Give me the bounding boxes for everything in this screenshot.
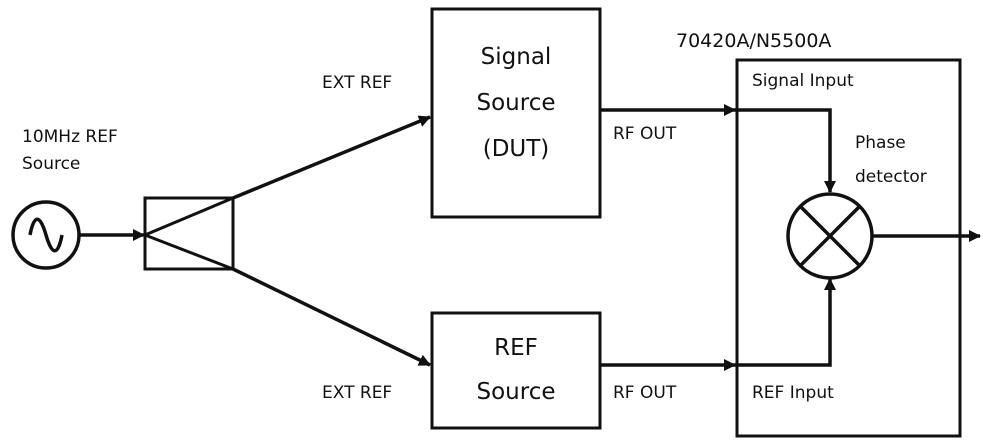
mixer-icon	[786, 192, 874, 280]
ref-source-block: REF Source	[430, 311, 602, 430]
phase-detector-line1: Phase	[855, 133, 906, 153]
ref-ext-ref-label: EXT REF	[322, 383, 392, 403]
reference-source: 10MHz REF Source	[11, 127, 118, 270]
ref-input-to-mixer-arrow	[735, 278, 836, 367]
ref-source-line2: Source	[477, 379, 556, 405]
splitter-to-ref-source-arrow	[232, 267, 431, 367]
signal-source-line3: (DUT)	[483, 136, 550, 162]
phase-detector-line2: detector	[855, 167, 927, 187]
signal-input-to-mixer-arrow	[735, 108, 836, 193]
ref-input-label: REF Input	[752, 383, 834, 403]
reference-label-line1: 10MHz REF	[22, 127, 118, 147]
signal-source-line2: Source	[477, 90, 556, 116]
splitter-icon	[143, 196, 235, 271]
splitter-to-signal-source-arrow	[232, 115, 431, 200]
analyzer-title: 70420A/N5500A	[676, 30, 831, 52]
signal-source-block: Signal Source (DUT)	[430, 7, 602, 219]
reference-label-line2: Source	[22, 154, 80, 174]
ref-rf-out-label: RF OUT	[613, 383, 677, 403]
signal-ext-ref-label: EXT REF	[322, 73, 392, 93]
signal-source-line1: Signal	[481, 44, 552, 70]
signal-rf-out-label: RF OUT	[613, 124, 677, 144]
analyzer-block: 70420A/N5500A Signal Input REF Input Pha…	[676, 30, 962, 438]
ref-source-line1: REF	[494, 335, 538, 361]
signal-input-label: Signal Input	[752, 71, 854, 91]
sine-wave-icon	[11, 200, 81, 270]
